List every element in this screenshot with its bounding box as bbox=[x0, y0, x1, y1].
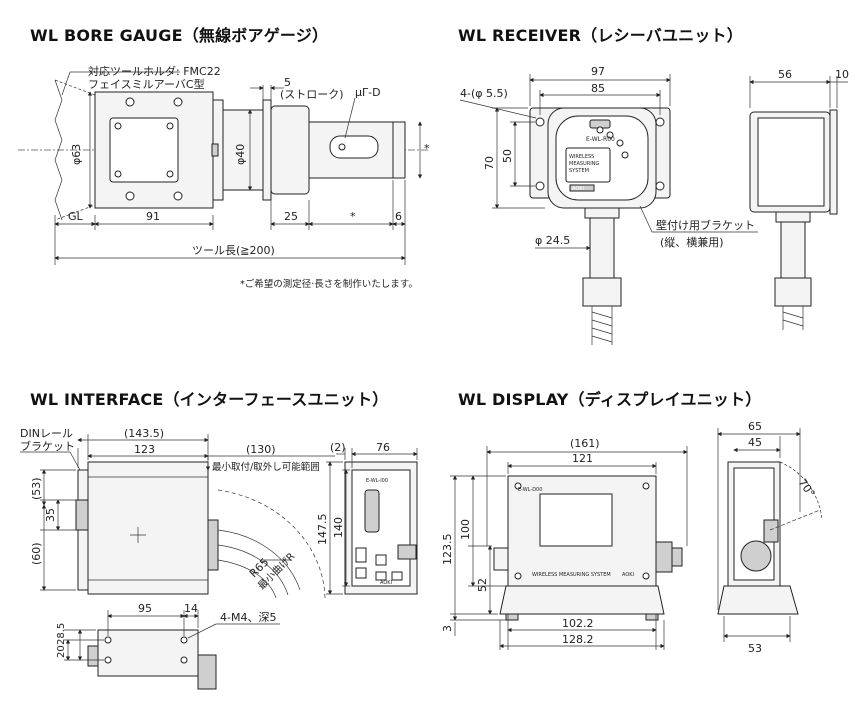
title-display: WL DISPLAY（ディスプレイユニット） bbox=[458, 390, 762, 409]
dim-50: 50 bbox=[501, 149, 514, 163]
dim-121: 121 bbox=[572, 452, 593, 465]
dim-stroke-label: (ストローク) bbox=[280, 88, 344, 101]
display-brand: AOKI bbox=[622, 572, 634, 578]
receiver-brand: AOKI bbox=[572, 186, 584, 192]
holder-note-1: 対応ツールホルダ: FMC22 bbox=[88, 64, 221, 78]
dim-phi63: φ63 bbox=[70, 144, 83, 165]
dim-53: (53) bbox=[30, 477, 43, 500]
title-receiver: WL RECEIVER（レシーバユニット） bbox=[458, 26, 743, 45]
dim-123-5: 123.5 bbox=[441, 534, 454, 566]
receiver-text-2: MEASURING bbox=[569, 161, 599, 167]
interface-brand: AOKI bbox=[380, 580, 392, 586]
dim-147-5: 147.5 bbox=[316, 514, 329, 546]
dim-gl: GL bbox=[68, 210, 84, 223]
interface-device-name: E-WL-I00 bbox=[366, 478, 388, 484]
dim-star-vertical: * bbox=[424, 142, 430, 155]
bracket-note-1: 壁付け用ブラケット bbox=[656, 218, 755, 232]
dim-star: * bbox=[350, 210, 356, 223]
dim-3: 3 bbox=[441, 625, 454, 632]
title-bore-gauge: WL BORE GAUGE（無線ボアゲージ） bbox=[30, 26, 329, 45]
dim-76: 76 bbox=[376, 441, 390, 454]
dim-20: 20 bbox=[56, 645, 67, 658]
dim-mud: μΓ-D bbox=[355, 86, 381, 99]
receiver-text-1: WIRELESS bbox=[569, 154, 594, 160]
note-range: 最小取付/取外し可能範囲 bbox=[212, 461, 320, 473]
dim-102-2: 102.2 bbox=[562, 617, 594, 630]
dim-35: 35 bbox=[44, 508, 57, 522]
receiver-text-3: SYSTEM bbox=[569, 168, 589, 174]
dim-phi24-5: φ 24.5 bbox=[535, 234, 570, 247]
dim-28-5: 28.5 bbox=[56, 623, 67, 645]
dim-stroke: 5 bbox=[284, 76, 291, 89]
dim-tool-length: ツール長(≧200) bbox=[192, 244, 275, 257]
dim-70deg: 70° bbox=[796, 476, 818, 499]
dim-130: (130) bbox=[246, 443, 276, 456]
dim-91: 91 bbox=[146, 210, 160, 223]
dim-85: 85 bbox=[591, 82, 605, 95]
bore-gauge-note: *ご希望の測定径·長さを制作いたします。 bbox=[240, 278, 418, 290]
dim-holes: 4-(φ 5.5) bbox=[460, 87, 508, 100]
dim-14: 14 bbox=[184, 602, 198, 615]
dim-143-5: (143.5) bbox=[124, 427, 164, 440]
dim-52: 52 bbox=[476, 578, 489, 592]
display-device-text: WIRELESS MEASURING SYSTEM bbox=[532, 572, 611, 578]
display-drawing bbox=[450, 428, 823, 650]
dim-161: (161) bbox=[570, 437, 600, 450]
dim-60: (60) bbox=[30, 542, 43, 565]
receiver-device-name: E-WL-R00 bbox=[586, 136, 615, 143]
dim-140: 140 bbox=[332, 517, 345, 538]
display-device-name: E-WL-D00 bbox=[518, 487, 542, 493]
dim-10: 10 bbox=[835, 68, 849, 81]
dim-65: 65 bbox=[748, 420, 762, 433]
dim-53-display: 53 bbox=[748, 642, 762, 655]
dim-70: 70 bbox=[483, 156, 496, 170]
dim-45: 45 bbox=[748, 436, 762, 449]
dim-2: (2) bbox=[330, 441, 346, 454]
holder-note-2: フェイスミルアーバC型 bbox=[88, 77, 205, 91]
bore-gauge-drawing bbox=[18, 71, 428, 265]
dim-123: 123 bbox=[134, 443, 155, 456]
din-label-1: DINレール bbox=[20, 427, 73, 440]
dim-m4-holes: 4-M4、深5 bbox=[220, 611, 276, 624]
din-label-2: ブラケット bbox=[20, 439, 75, 453]
dim-6: 6 bbox=[395, 210, 402, 223]
receiver-drawing bbox=[459, 74, 848, 345]
interface-drawing bbox=[20, 434, 418, 690]
dim-97: 97 bbox=[591, 65, 605, 78]
title-interface: WL INTERFACE（インターフェースユニット） bbox=[30, 390, 389, 409]
dim-56: 56 bbox=[778, 68, 792, 81]
dim-128-2: 128.2 bbox=[562, 633, 594, 646]
dim-95: 95 bbox=[138, 602, 152, 615]
dim-phi40: φ40 bbox=[234, 144, 247, 165]
dim-100: 100 bbox=[459, 519, 472, 540]
dim-25: 25 bbox=[284, 210, 298, 223]
bracket-note-2: (縦、横兼用) bbox=[660, 235, 724, 249]
